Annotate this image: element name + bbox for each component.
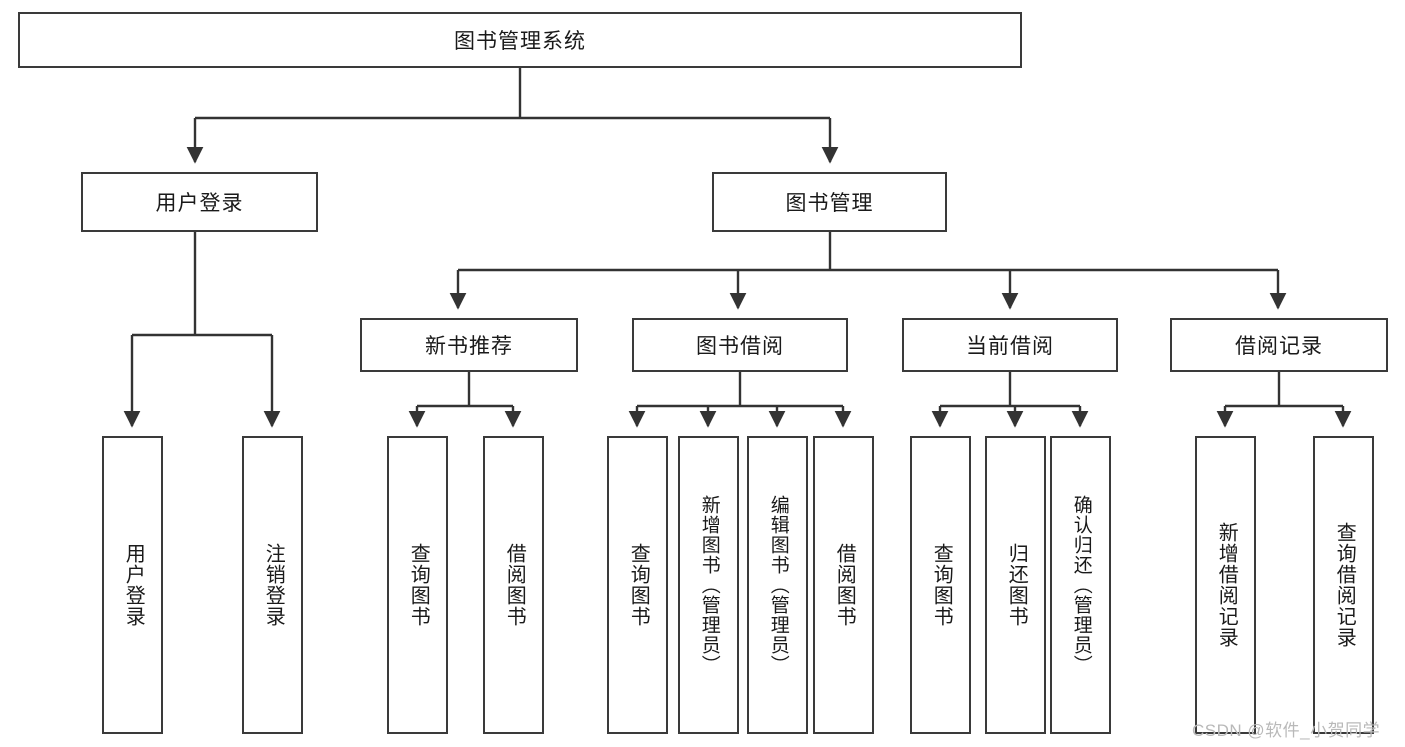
- leaf-borrow-query-book[interactable]: 查询图书: [607, 436, 668, 734]
- leaf-borrow-edit-book[interactable]: 编辑图书（管理员）: [747, 436, 808, 734]
- leaf-new-book-borrow[interactable]: 借阅图书: [483, 436, 544, 734]
- node-root[interactable]: 图书管理系统: [18, 12, 1022, 68]
- node-borrow-record[interactable]: 借阅记录: [1170, 318, 1388, 372]
- leaf-label: 编辑图书（管理员）: [767, 495, 789, 675]
- node-new-book-recommend-label: 新书推荐: [425, 335, 513, 358]
- leaf-new-book-query[interactable]: 查询图书: [387, 436, 448, 734]
- node-new-book-recommend[interactable]: 新书推荐: [360, 318, 578, 372]
- node-current-borrow[interactable]: 当前借阅: [902, 318, 1118, 372]
- node-book-management-label: 图书管理: [785, 192, 874, 215]
- leaf-borrow-borrow-book[interactable]: 借阅图书: [813, 436, 874, 734]
- node-current-borrow-label: 当前借阅: [966, 335, 1054, 358]
- leaf-label: 确认归还（管理员）: [1070, 495, 1092, 675]
- leaf-label: 借阅图书: [503, 543, 526, 627]
- leaf-user-login-login[interactable]: 用户登录: [102, 436, 163, 734]
- node-user-login[interactable]: 用户登录: [81, 172, 318, 232]
- leaf-label: 注销登录: [262, 543, 285, 627]
- node-book-management[interactable]: 图书管理: [712, 172, 947, 232]
- leaf-label: 新增图书（管理员）: [698, 495, 720, 675]
- leaf-borrow-add-book[interactable]: 新增图书（管理员）: [678, 436, 739, 734]
- leaf-label: 查询图书: [407, 543, 430, 627]
- node-user-login-label: 用户登录: [155, 192, 244, 215]
- leaf-label: 新增借阅记录: [1215, 522, 1238, 648]
- leaf-current-query-book[interactable]: 查询图书: [910, 436, 971, 734]
- leaf-current-return-book[interactable]: 归还图书: [985, 436, 1046, 734]
- leaf-user-login-logout[interactable]: 注销登录: [242, 436, 303, 734]
- leaf-label: 查询图书: [627, 543, 650, 627]
- leaf-label: 查询借阅记录: [1333, 522, 1356, 648]
- leaf-label: 归还图书: [1005, 543, 1028, 627]
- node-book-borrow[interactable]: 图书借阅: [632, 318, 848, 372]
- leaf-current-confirm-return[interactable]: 确认归还（管理员）: [1050, 436, 1111, 734]
- leaf-label: 借阅图书: [833, 543, 856, 627]
- leaf-label: 用户登录: [122, 543, 145, 627]
- node-root-label: 图书管理系统: [454, 30, 586, 53]
- leaf-label: 查询图书: [930, 543, 953, 627]
- csdn-watermark: CSDN @软件_小贺同学: [1192, 721, 1381, 740]
- leaf-record-query[interactable]: 查询借阅记录: [1313, 436, 1374, 734]
- node-borrow-record-label: 借阅记录: [1235, 335, 1323, 358]
- node-book-borrow-label: 图书借阅: [696, 335, 784, 358]
- leaf-record-add[interactable]: 新增借阅记录: [1195, 436, 1256, 734]
